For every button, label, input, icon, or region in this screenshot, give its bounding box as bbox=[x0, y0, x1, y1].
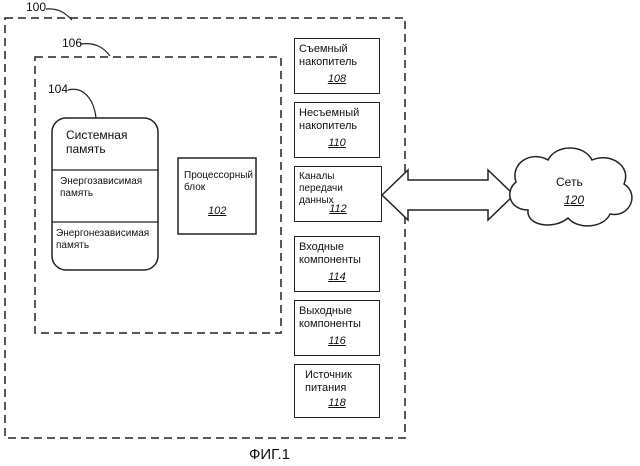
component-label: Несъемный накопитель bbox=[299, 107, 359, 133]
component-label: Каналы передачи данных bbox=[299, 171, 381, 207]
component-ref: 112 bbox=[295, 203, 381, 215]
component-label: Выходные компоненты bbox=[299, 305, 361, 331]
network-label: Сеть bbox=[556, 176, 583, 190]
memory-ref-label: 104 bbox=[48, 83, 68, 97]
figure-caption: ФИГ.1 bbox=[249, 446, 290, 463]
component-data-channels: Каналы передачи данных 112 bbox=[294, 166, 382, 222]
component-ref: 114 bbox=[295, 271, 379, 283]
component-label: Съемный накопитель bbox=[299, 43, 357, 69]
system-ref-label: 100 bbox=[26, 1, 46, 15]
processor-ref: 102 bbox=[208, 205, 226, 218]
component-removable-storage: Съемный накопитель 108 bbox=[294, 38, 380, 94]
component-output: Выходные компоненты 116 bbox=[294, 300, 380, 356]
memory-nonvolatile: Энергонезависимая память bbox=[56, 228, 156, 252]
processor-label: Процессорный блок bbox=[184, 170, 252, 194]
inner-ref-leader bbox=[80, 44, 110, 56]
inner-ref-label: 106 bbox=[62, 37, 82, 51]
component-label: Источник питания bbox=[305, 369, 352, 395]
memory-ref-leader bbox=[68, 89, 96, 118]
component-nonremovable-storage: Несъемный накопитель 110 bbox=[294, 102, 380, 158]
component-input: Входные компоненты 114 bbox=[294, 236, 380, 292]
memory-title: Системная память bbox=[66, 128, 148, 157]
memory-volatile: Энергозависимая память bbox=[60, 176, 156, 200]
component-ref: 108 bbox=[295, 73, 379, 85]
component-label: Входные компоненты bbox=[299, 241, 361, 267]
data-channel-arrow bbox=[382, 170, 514, 220]
network-ref: 120 bbox=[564, 194, 584, 208]
component-ref: 110 bbox=[295, 137, 379, 149]
component-power-supply: Источник питания 118 bbox=[294, 364, 380, 418]
component-ref: 116 bbox=[295, 335, 379, 347]
component-ref: 118 bbox=[295, 397, 379, 409]
